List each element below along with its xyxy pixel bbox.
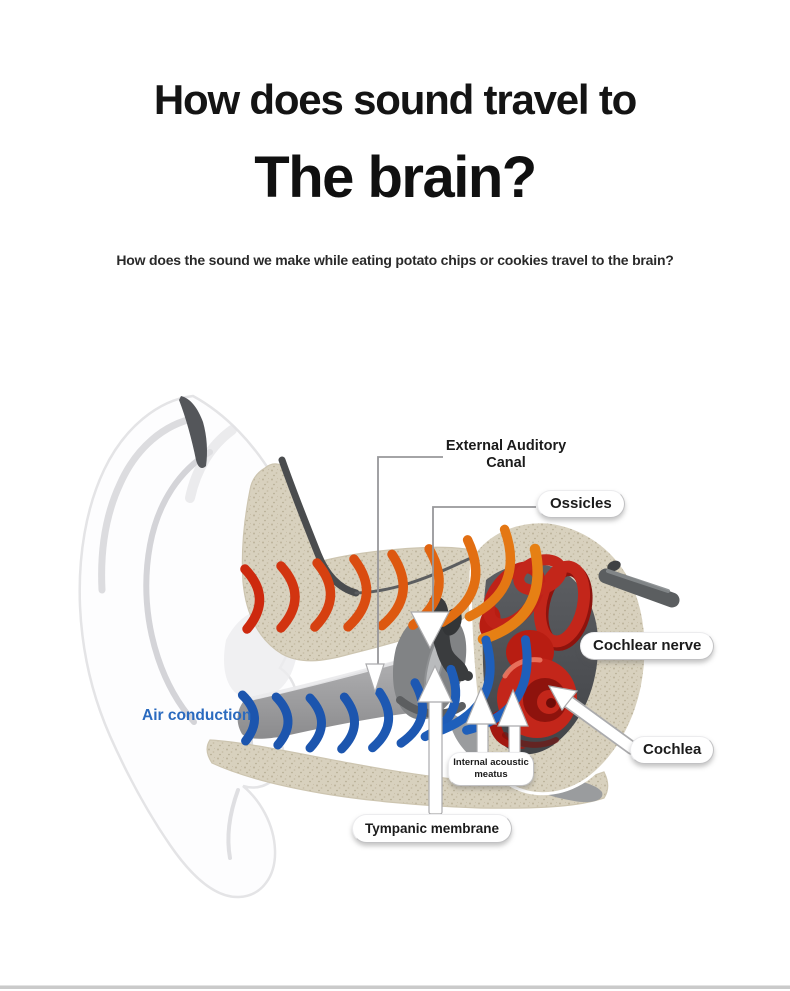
bottom-divider	[0, 985, 790, 989]
label-tympanic-membrane: Tympanic membrane	[352, 814, 513, 843]
page-title-line1: How does sound travel to	[153, 76, 637, 123]
leader-ossicles	[432, 506, 536, 612]
cochlea-pointer-arrow	[547, 685, 639, 755]
posterior-canal	[533, 560, 591, 648]
leader-lines	[377, 456, 536, 664]
label-cochlea: Cochlea	[630, 736, 715, 764]
meatus-up-arrow-right	[497, 688, 529, 727]
eac-down-arrow	[365, 663, 385, 694]
label-internal-acoustic-meatus: Internal acoustic meatus	[448, 752, 534, 786]
label-air-conduction: Air conduction	[142, 707, 252, 724]
cochlear-nerve-shape	[598, 560, 680, 608]
page-title-line2: The brain?	[254, 145, 537, 210]
leader-external-auditory-canal	[377, 456, 443, 664]
behind-ear-shadow	[179, 396, 207, 468]
direction-arrows	[365, 611, 529, 815]
page-subtitle: How does the sound we make while eating …	[116, 252, 674, 268]
label-ossicles: Ossicles	[537, 490, 625, 518]
tympanic-up-arrow	[417, 664, 453, 703]
ossicles-down-arrow	[410, 611, 450, 650]
meatus-up-arrow-left	[465, 686, 497, 725]
label-cochlear-nerve: Cochlear nerve	[580, 632, 715, 660]
temporal-bone-lower-band	[206, 739, 609, 809]
label-external-auditory-canal: External Auditory Canal	[445, 438, 567, 471]
tympanic-arrow-shaft	[428, 697, 443, 815]
